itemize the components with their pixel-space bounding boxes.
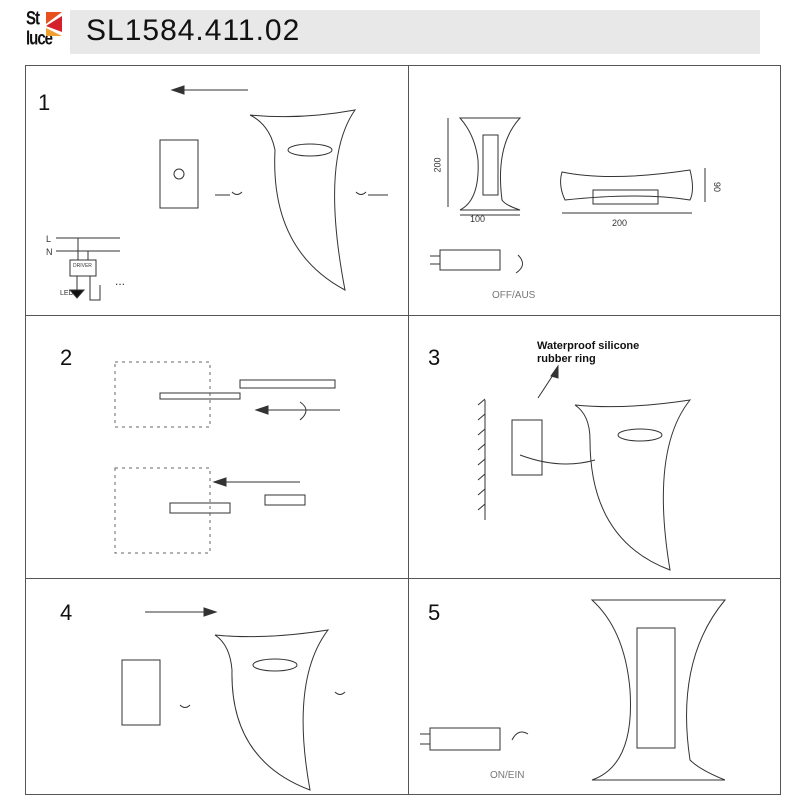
arrow-right-icon [145, 607, 218, 617]
arrow-up-icon [537, 364, 559, 399]
step-number-3: 3 [428, 345, 441, 370]
top-view-drawing [560, 168, 706, 214]
label-l: L [46, 234, 52, 244]
arrow-left-icon [170, 85, 248, 95]
step-number-1: 1 [38, 90, 51, 115]
switch-off-label: OFF/AUS [492, 290, 536, 301]
dim-length: 200 [612, 218, 628, 228]
lamp-icon [179, 629, 346, 791]
divider [408, 65, 409, 795]
divider [25, 315, 781, 316]
terminal-block-icon [430, 249, 523, 274]
divider [25, 578, 781, 579]
front-view-drawing [447, 117, 522, 216]
wall-plug-icon [169, 494, 306, 514]
lamp-icon [519, 399, 692, 571]
mounting-plate-icon [511, 419, 543, 476]
label-n: N [46, 247, 53, 257]
mounting-plate-icon [159, 139, 199, 209]
arrow-left-icon [212, 477, 300, 487]
arrow-left-icon [254, 401, 340, 421]
label-driver: DRIVER [73, 263, 92, 269]
wall-texture [114, 361, 211, 554]
wiring-diagram [56, 237, 120, 301]
lamp-front-icon [590, 599, 727, 781]
step-number-2: 2 [60, 345, 73, 370]
screw-icon [215, 191, 388, 196]
step-number-5: 5 [428, 600, 441, 625]
brand-logo: St luce [26, 9, 66, 54]
switch-on-label: ON/EIN [490, 770, 525, 781]
label-more: ... [115, 274, 126, 288]
label-led: LED [60, 290, 74, 297]
step-number-4: 4 [60, 600, 73, 625]
instruction-grid [25, 65, 781, 795]
header-bar [70, 10, 760, 54]
terminal-block-icon [420, 727, 529, 751]
lamp-icon [249, 109, 357, 291]
product-code: SL1584.411.02 [86, 14, 301, 47]
drill-bit-icon [159, 379, 336, 400]
logo-mark-icon [46, 12, 62, 36]
dim-width: 100 [470, 214, 486, 224]
wall-section [477, 398, 486, 520]
mounting-plate-icon [121, 659, 161, 726]
